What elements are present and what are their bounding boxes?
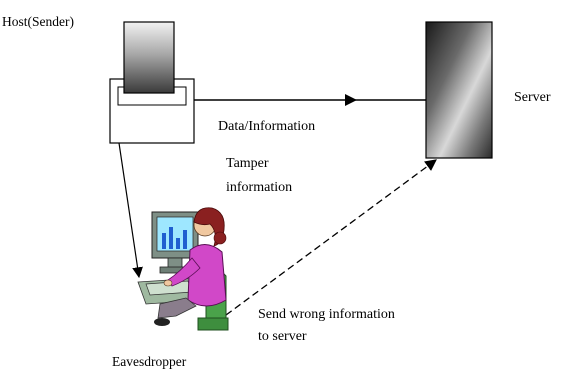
server-label: Server	[514, 90, 551, 105]
host-to-eavesdropper-arrow	[118, 142, 143, 279]
host-to-server-arrow	[194, 94, 426, 106]
host-label: Host(Sender)	[2, 14, 74, 29]
eavesdropper-label: Eavesdropper	[112, 354, 187, 369]
tamper-label-line2: information	[226, 180, 293, 195]
data-information-label: Data/Information	[218, 119, 316, 134]
tamper-label-line1: Tamper	[226, 156, 269, 171]
send-wrong-label-line1: Send wrong information	[258, 307, 395, 322]
send-wrong-label-line2: to server	[258, 329, 307, 344]
eavesdropper-icon	[137, 207, 229, 331]
host-icon	[109, 21, 195, 144]
server-icon	[425, 21, 493, 159]
